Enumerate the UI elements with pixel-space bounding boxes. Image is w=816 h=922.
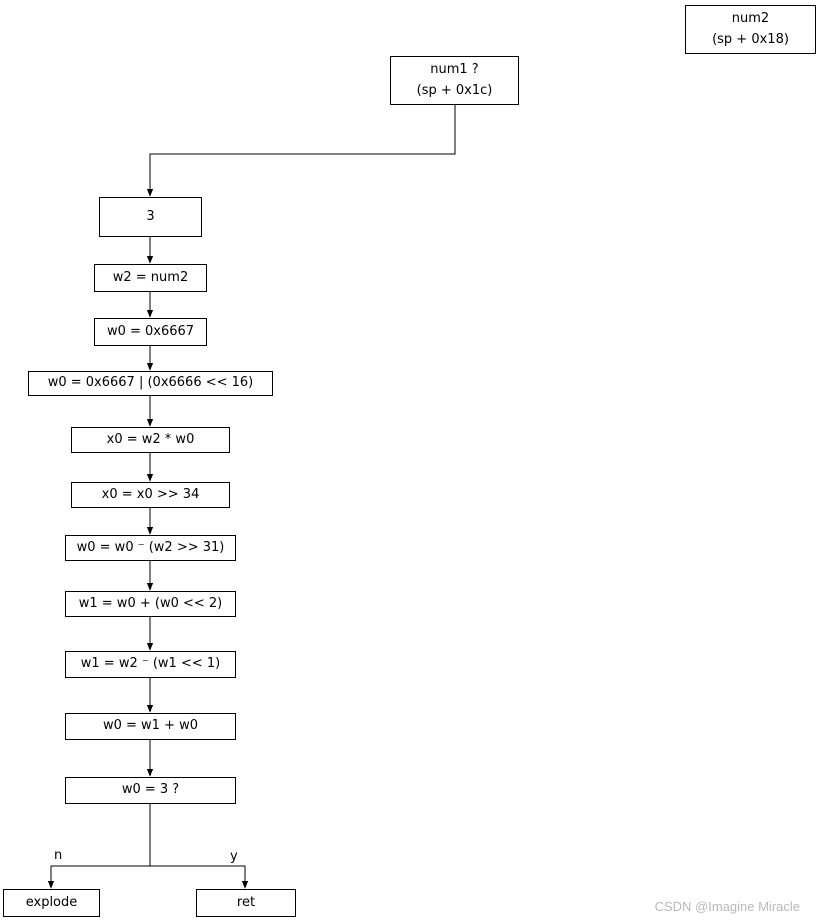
node-w0-add: w0 = w1 + w0: [65, 713, 236, 740]
edge-branch-yes: [150, 865, 249, 889]
edge-label-no: n: [54, 848, 63, 863]
node-num2: num2 (sp + 0x18): [685, 5, 816, 54]
node-num2-line2: (sp + 0x18): [712, 31, 789, 47]
node-explode: explode: [3, 889, 100, 917]
node-w0-compare: w0 = 3 ?: [65, 777, 236, 804]
edge-label-yes: y: [230, 849, 238, 864]
edge-num1-to-3: [146, 104, 456, 197]
node-case-3: 3: [99, 197, 202, 237]
node-w0-sub: w0 = w0 ⁻ (w2 >> 31): [65, 535, 236, 561]
node-w2-num2: w2 = num2: [94, 264, 207, 292]
node-w1-sub: w1 = w2 ⁻ (w1 << 1): [65, 651, 236, 678]
node-num1-line1: num1 ?: [430, 61, 479, 77]
node-num1-check: num1 ? (sp + 0x1c): [390, 56, 519, 105]
node-x0-shr: x0 = x0 >> 34: [71, 482, 230, 508]
node-num1-line2: (sp + 0x1c): [416, 82, 493, 98]
node-w1-add: w1 = w0 + (w0 << 2): [65, 591, 236, 617]
node-x0-mul: x0 = w2 * w0: [71, 427, 230, 453]
node-ret: ret: [196, 889, 296, 917]
node-num2-line1: num2: [731, 10, 770, 26]
edge-branch-no: [47, 865, 150, 889]
node-w0-or: w0 = 0x6667 | (0x6666 << 16): [28, 371, 273, 396]
node-w0-0x6667: w0 = 0x6667: [94, 318, 207, 346]
watermark-text: CSDN @Imagine Miracle: [654, 899, 800, 914]
